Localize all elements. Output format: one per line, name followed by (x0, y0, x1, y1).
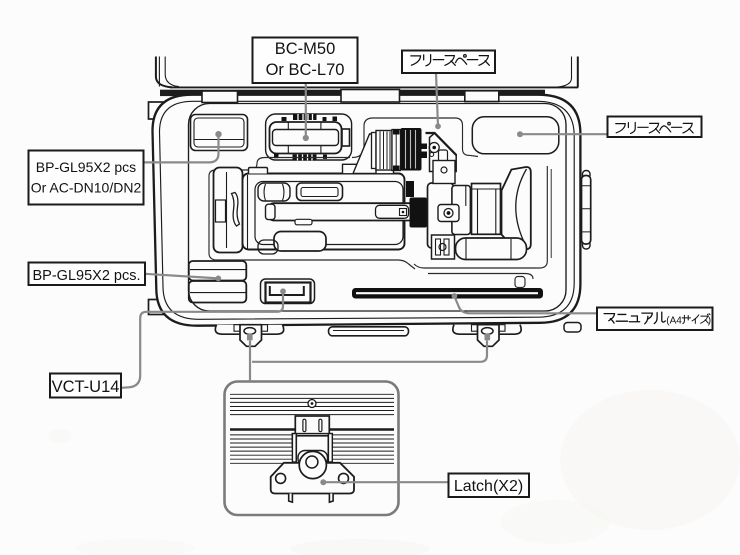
svg-text:Or AC-DN10/DN2: Or AC-DN10/DN2 (31, 180, 142, 196)
svg-text:BP-GL95X2 pcs.: BP-GL95X2 pcs. (33, 268, 141, 284)
svg-text:VCT-U14: VCT-U14 (52, 378, 120, 396)
svg-text:Latch(X2): Latch(X2) (454, 478, 523, 495)
svg-text:(A4: (A4 (666, 316, 682, 327)
svg-text:): ) (708, 316, 711, 327)
svg-text:BP-GL95X2 pcs: BP-GL95X2 pcs (36, 159, 136, 175)
svg-text:Or BC-L70: Or BC-L70 (266, 61, 345, 79)
svg-text:BC-M50: BC-M50 (275, 40, 336, 58)
